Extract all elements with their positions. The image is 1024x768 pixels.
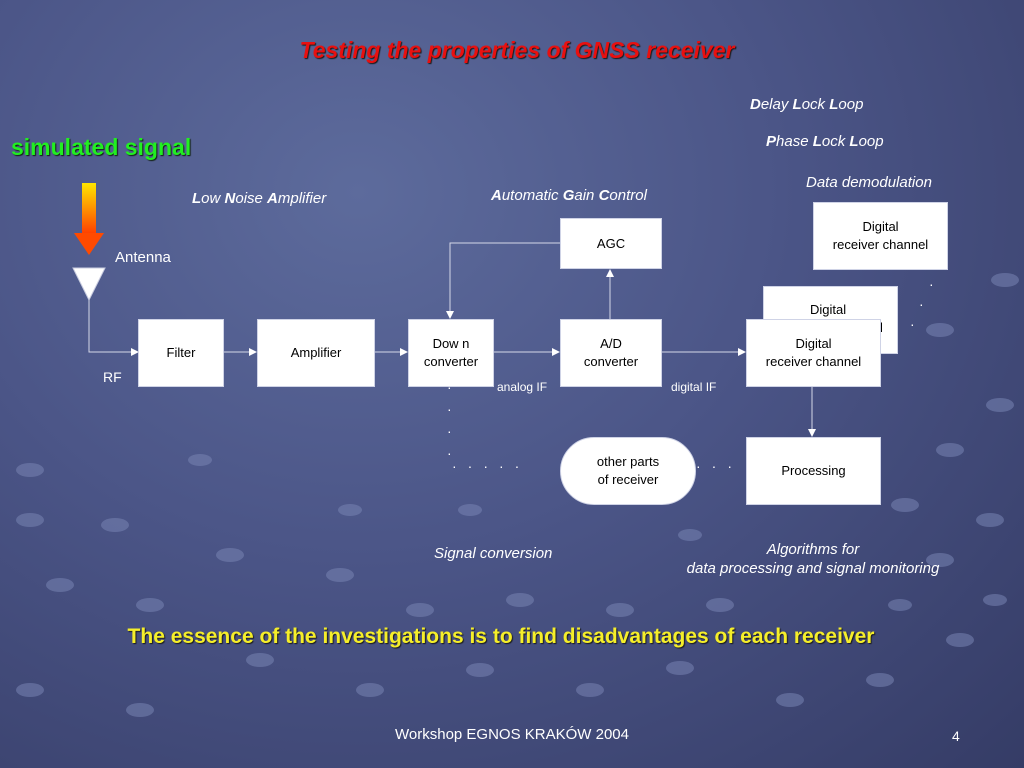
down-arrow-gradient-icon	[74, 183, 104, 255]
stack-dot-3: ·	[910, 316, 915, 332]
data-demodulation-label: Data demodulation	[806, 174, 932, 191]
horizontal-dots-left: ·····	[452, 458, 531, 474]
simulated-signal-label: simulated signal	[11, 134, 192, 160]
agc-block: AGC	[560, 218, 662, 269]
antenna-triangle-icon	[72, 267, 106, 302]
pll-label: Phase Lock Loop	[766, 133, 884, 150]
processing-block: Processing	[746, 437, 881, 505]
rf-label: RF	[103, 369, 122, 385]
page-number: 4	[952, 728, 960, 744]
horizontal-dots-right: ···	[696, 458, 743, 474]
vertical-dots: ····	[447, 379, 452, 461]
stack-dot-2: ·	[919, 296, 924, 312]
dll-label: Delay Lock Loop	[750, 96, 864, 113]
analog-if-label: analog IF	[497, 380, 548, 394]
digital-if-label: digital IF	[671, 380, 717, 394]
amplifier-block: Amplifier	[257, 319, 375, 387]
filter-block: Filter	[138, 319, 224, 387]
signal-conversion-label: Signal conversion	[434, 545, 553, 562]
stack-dot-1: ·	[929, 276, 934, 292]
slide-title: Testing the properties of GNSS receiver	[299, 37, 735, 63]
footer-text: Workshop EGNOS KRAKÓW 2004	[395, 726, 629, 743]
lna-label: Low Noise Amplifier	[192, 190, 327, 207]
agc-full-label: Automatic Gain Control	[491, 187, 647, 204]
antenna-label: Antenna	[115, 249, 171, 266]
essence-statement: The essence of the investigations is to …	[127, 625, 875, 648]
